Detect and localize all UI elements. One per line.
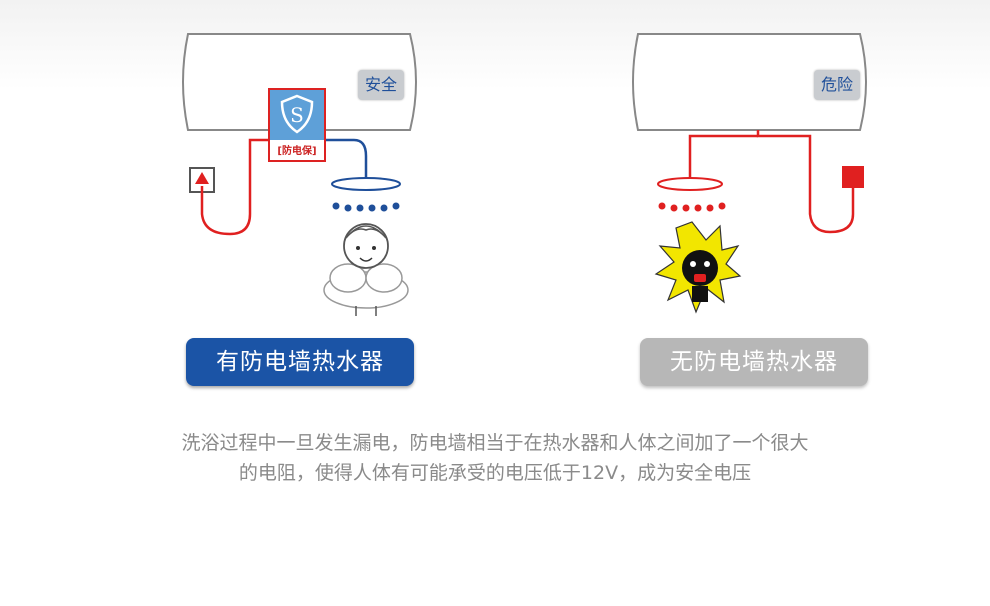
explanation-caption: 洗浴过程中一旦发生漏电，防电墙相当于在热水器和人体之间加了一个很大 的电阻，使得… — [110, 428, 880, 488]
safe-tag: 安全 — [358, 70, 404, 100]
danger-heater-diagram: 危险 — [620, 0, 950, 400]
happy-person-icon — [323, 223, 409, 316]
water-drops — [332, 202, 400, 212]
danger-tag: 危险 — [814, 70, 860, 100]
danger-heater-illustration — [632, 33, 867, 314]
power-socket-icon — [842, 166, 864, 188]
safe-heater-illustration — [182, 33, 417, 316]
safe-heater-diagram: 安全 S [防电保] — [160, 0, 490, 400]
shower-head-icon — [657, 177, 723, 191]
water-pipe — [326, 138, 368, 180]
without-anti-electric-wall-label: 无防电墙热水器 — [640, 338, 868, 386]
electrocuted-person-icon — [654, 221, 742, 314]
shower-head-icon — [331, 177, 401, 191]
shield-brand-label: [防电保] — [277, 146, 317, 157]
shield-icon: S — [270, 90, 324, 140]
live-wire — [200, 138, 272, 236]
with-anti-electric-wall-label: 有防电墙热水器 — [186, 338, 414, 386]
water-heater-tank — [182, 33, 417, 131]
caption-line-1: 洗浴过程中一旦发生漏电，防电墙相当于在热水器和人体之间加了一个很大 — [181, 432, 809, 454]
shield-letter: S — [290, 103, 304, 127]
caption-line-2: 的电阻，使得人体有可能承受的电压低于12V，成为安全电压 — [238, 462, 752, 484]
anti-electric-wall-device: S [防电保] — [268, 88, 326, 162]
live-wire — [756, 130, 855, 234]
water-pipe-live — [688, 134, 758, 180]
water-heater-tank — [632, 33, 867, 131]
electrified-water-drops — [658, 202, 726, 212]
